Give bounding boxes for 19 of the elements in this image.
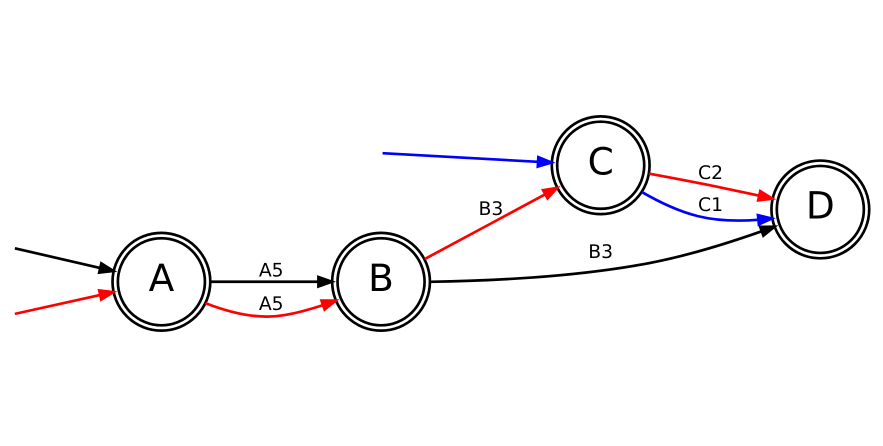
arrow (424, 186, 561, 260)
arrow (641, 190, 776, 226)
node-circle: D (770, 158, 871, 260)
arrow (382, 151, 556, 168)
node-circle: C (550, 114, 651, 215)
arrow (649, 172, 776, 202)
arrow (14, 288, 118, 315)
node-circle: A (111, 231, 212, 332)
arrow (430, 224, 778, 283)
edge-label: C2 (698, 162, 724, 184)
arrow (14, 246, 118, 274)
arrow (204, 298, 340, 318)
edge-label: A5 (258, 260, 284, 282)
edge-label: A5 (258, 294, 284, 315)
arrow (210, 274, 336, 288)
edge-label: B3 (478, 198, 504, 220)
node-circle: B (330, 231, 432, 332)
edge-label: C1 (698, 194, 724, 216)
edge-label: B3 (588, 241, 614, 262)
